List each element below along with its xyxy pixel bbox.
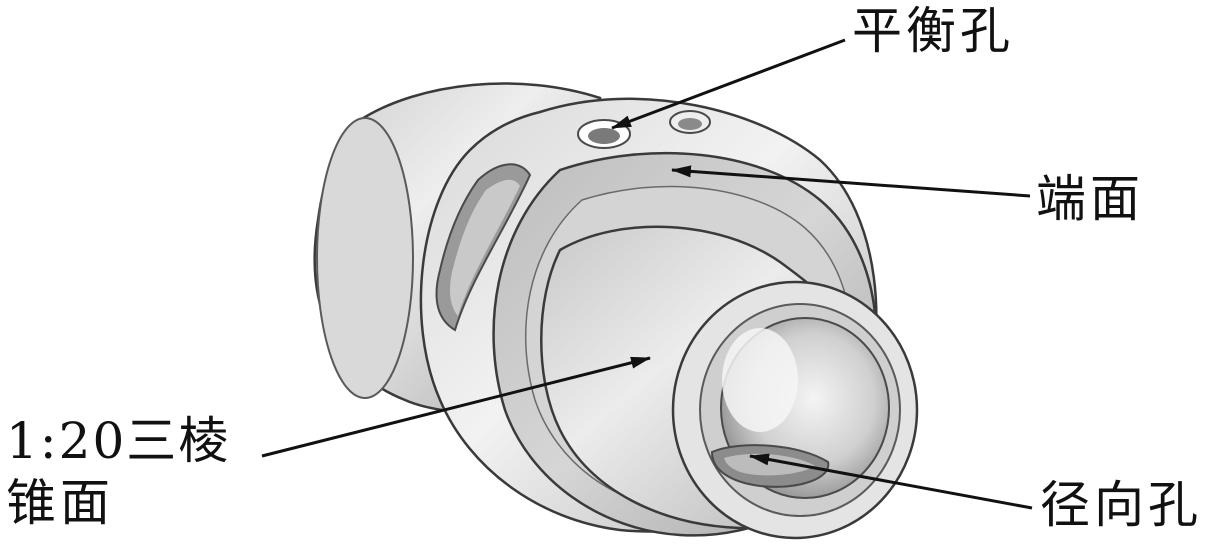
leader-end-face [671, 165, 1031, 198]
label-taper-line1: 1:20三棱 [6, 412, 231, 470]
leader-radial-hole [749, 453, 1033, 510]
label-radial-hole: 径向孔 [1040, 476, 1202, 534]
label-taper-line2: 锥面 [6, 474, 114, 532]
label-end-face: 端面 [1036, 170, 1144, 228]
front-bore [671, 280, 919, 540]
leader-balance-hole [611, 38, 846, 130]
leader-lines [261, 38, 1033, 510]
label-balance-hole: 平衡孔 [852, 2, 1014, 60]
leader-taper [261, 356, 651, 458]
